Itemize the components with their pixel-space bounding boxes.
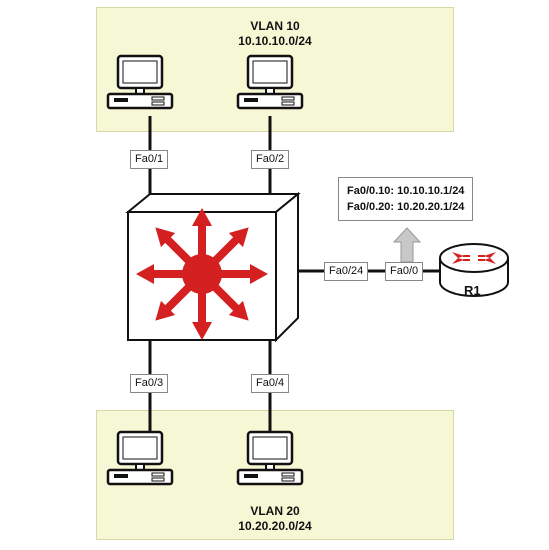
pc-icon (236, 54, 304, 110)
port-label-fa0-3: Fa0/3 (130, 374, 169, 393)
port-label-fa0-1: Fa0/1 (130, 150, 169, 169)
vlan10-name: VLAN 10 (250, 19, 300, 33)
vlan10-subnet: 10.10.10.0/24 (238, 34, 312, 48)
pc-icon (106, 430, 174, 486)
port-label-fa0-4: Fa0/4 (251, 374, 290, 393)
subinterface-line: Fa0/0.20: 10.20.20.1/24 (347, 201, 465, 213)
multilayer-switch-icon (125, 191, 301, 343)
router-name: R1 (464, 283, 481, 298)
port-label-fa0-0: Fa0/0 (385, 262, 424, 281)
vlan20-name: VLAN 20 (250, 504, 300, 518)
subinterface-box: Fa0/0.10: 10.10.10.1/24 Fa0/0.20: 10.20.… (338, 177, 474, 221)
pc-icon (236, 430, 304, 486)
arrow-up-icon (392, 227, 422, 263)
port-label-fa0-24: Fa0/24 (324, 262, 369, 281)
router-icon (439, 243, 509, 297)
port-label-fa0-2: Fa0/2 (251, 150, 290, 169)
subinterface-line: Fa0/0.10: 10.10.10.1/24 (347, 185, 465, 197)
vlan20-subnet: 10.20.20.0/24 (238, 519, 312, 533)
pc-icon (106, 54, 174, 110)
